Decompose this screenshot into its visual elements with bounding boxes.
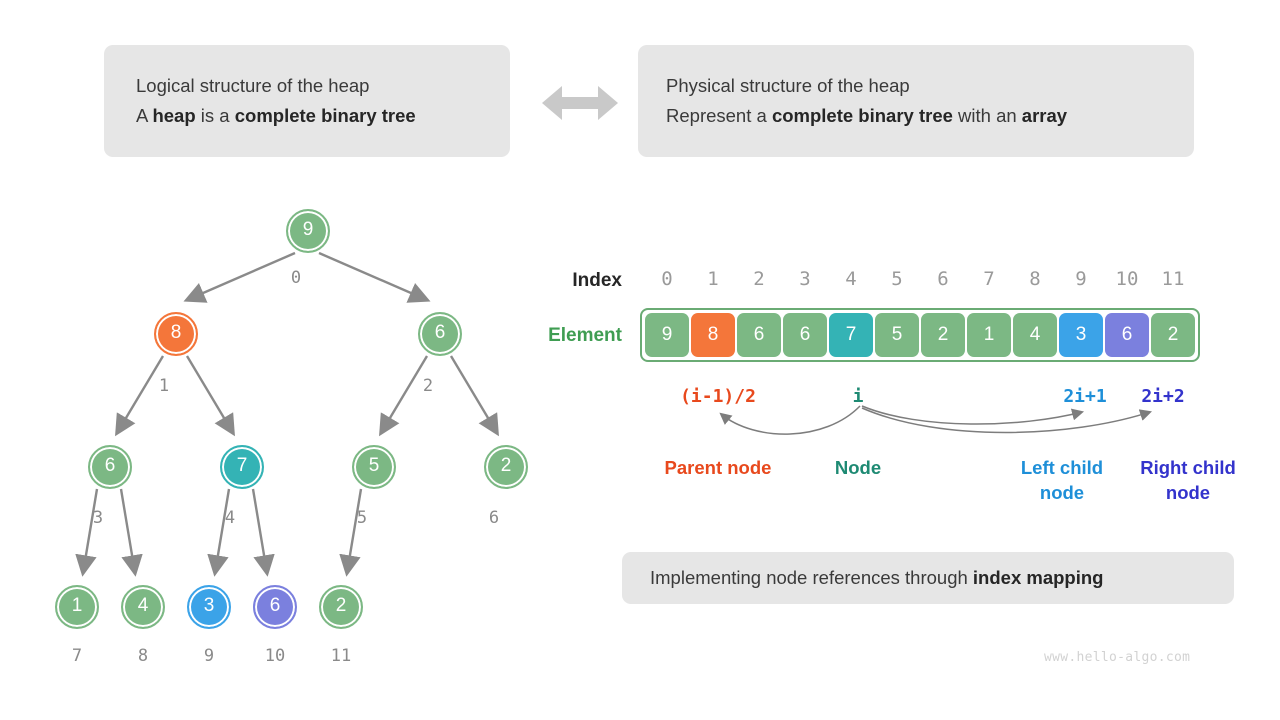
array-cell-4: 7 (829, 313, 873, 357)
array-index-2: 2 (753, 268, 765, 290)
tree-node-value: 1 (71, 595, 83, 616)
index-mapping-caption: Implementing node references through ind… (622, 552, 1234, 604)
tree-edge-label: 1 (158, 376, 170, 396)
array-index-7: 7 (983, 268, 995, 290)
array-index-6: 6 (937, 268, 949, 290)
tree-node-value: 3 (203, 595, 215, 616)
tree-edge-label: 2 (422, 376, 434, 396)
array-cell-10: 6 (1105, 313, 1149, 357)
parent-node-label: Parent node (664, 457, 772, 478)
physical-caption-line-2: Represent a complete binary tree with an… (666, 101, 1194, 131)
tree-leaf-index: 10 (264, 646, 286, 666)
binary-tree-edges (75, 251, 499, 577)
array-index-8: 8 (1029, 268, 1041, 290)
tree-node-9: 3 (187, 585, 231, 629)
mapping-caption-line: Implementing node references through ind… (650, 563, 1234, 593)
array-index-3: 3 (799, 268, 811, 290)
tree-node-value: 6 (269, 595, 281, 616)
tree-leaf-index: 7 (71, 646, 83, 666)
array-cell-7: 1 (967, 313, 1011, 357)
node-formula: i (852, 386, 864, 407)
left-child-formula: 2i+1 (1063, 386, 1107, 407)
array-cell-9: 3 (1059, 313, 1103, 357)
tree-node-value: 4 (137, 595, 149, 616)
array-cell-1: 8 (691, 313, 735, 357)
logical-line2-bold-heap: heap (152, 105, 196, 126)
watermark: www.hello-algo.com (1044, 650, 1191, 665)
tree-edge-label: 6 (488, 508, 500, 528)
physical-line2-pre: Represent a (666, 105, 772, 126)
physical-line2-mid: with an (952, 105, 1022, 126)
tree-node-5: 5 (352, 445, 396, 489)
right-child-node-label: Right child node (1140, 457, 1236, 503)
tree-node-0: 9 (286, 209, 330, 253)
node-label: Node (834, 457, 882, 478)
tree-edge-label: 4 (224, 508, 236, 528)
array-cell-2: 6 (737, 313, 781, 357)
array-index-9: 9 (1075, 268, 1087, 290)
tree-node-value: 5 (368, 455, 380, 476)
double-headed-arrow-icon (542, 86, 618, 120)
array-cell-5: 5 (875, 313, 919, 357)
left-child-node-label: Left child node (1020, 457, 1104, 503)
tree-node-3: 6 (88, 445, 132, 489)
logical-line2-pre: A (136, 105, 153, 126)
array-cell-11: 2 (1151, 313, 1195, 357)
array-index-5: 5 (891, 268, 903, 290)
tree-leaf-index: 9 (203, 646, 215, 666)
tree-leaf-index: 11 (330, 646, 352, 666)
array-index-11: 11 (1161, 268, 1185, 290)
tree-node-value: 8 (170, 322, 182, 343)
array-index-4: 4 (845, 268, 857, 290)
tree-edge-label: 3 (92, 508, 104, 528)
logical-structure-caption: Logical structure of the heap A heap is … (104, 45, 510, 157)
tree-node-11: 2 (319, 585, 363, 629)
mapping-caption-bold: index mapping (972, 567, 1104, 589)
physical-caption-line-1: Physical structure of the heap (666, 75, 910, 97)
tree-node-value: 9 (302, 219, 314, 240)
tree-node-6: 2 (484, 445, 528, 489)
physical-structure-caption: Physical structure of the heap Represent… (638, 45, 1194, 157)
right-child-formula: 2i+2 (1141, 386, 1185, 407)
tree-leaf-index: 8 (137, 646, 149, 666)
array-index-row: 0 1 2 3 4 5 6 7 8 9 10 11 (640, 268, 1200, 290)
mapping-caption-pre: Implementing node references through (650, 567, 973, 589)
logical-line2-mid: is a (195, 105, 235, 126)
tree-edge-label: 0 (290, 268, 302, 288)
tree-node-value: 7 (236, 455, 248, 476)
tree-node-10: 6 (253, 585, 297, 629)
index-mapping-arrows (719, 405, 1152, 435)
tree-node-8: 4 (121, 585, 165, 629)
array-cell-8: 4 (1013, 313, 1057, 357)
logical-line2-bold-tree: complete binary tree (234, 105, 416, 126)
logical-caption-line-1: Logical structure of the heap (136, 75, 370, 97)
array-cell-0: 9 (645, 313, 689, 357)
index-row-label: Index (572, 270, 622, 291)
logical-caption-line-2: A heap is a complete binary tree (136, 101, 510, 131)
array-cell-6: 2 (921, 313, 965, 357)
element-row-label: Element (548, 325, 622, 346)
array-index-0: 0 (661, 268, 673, 290)
tree-node-2: 6 (418, 312, 462, 356)
array-index-10: 10 (1115, 268, 1139, 290)
tree-node-value: 2 (500, 455, 512, 476)
physical-line2-bold-array: array (1021, 105, 1068, 126)
tree-node-value: 6 (104, 455, 116, 476)
parent-formula: (i-1)/2 (680, 386, 756, 407)
tree-node-4: 7 (220, 445, 264, 489)
tree-node-value: 6 (434, 322, 446, 343)
tree-edge-label: 5 (356, 508, 368, 528)
array-cell-3: 6 (783, 313, 827, 357)
tree-node-value: 2 (335, 595, 347, 616)
array-index-1: 1 (707, 268, 719, 290)
physical-line2-bold-tree: complete binary tree (771, 105, 953, 126)
tree-node-7: 1 (55, 585, 99, 629)
tree-node-1: 8 (154, 312, 198, 356)
